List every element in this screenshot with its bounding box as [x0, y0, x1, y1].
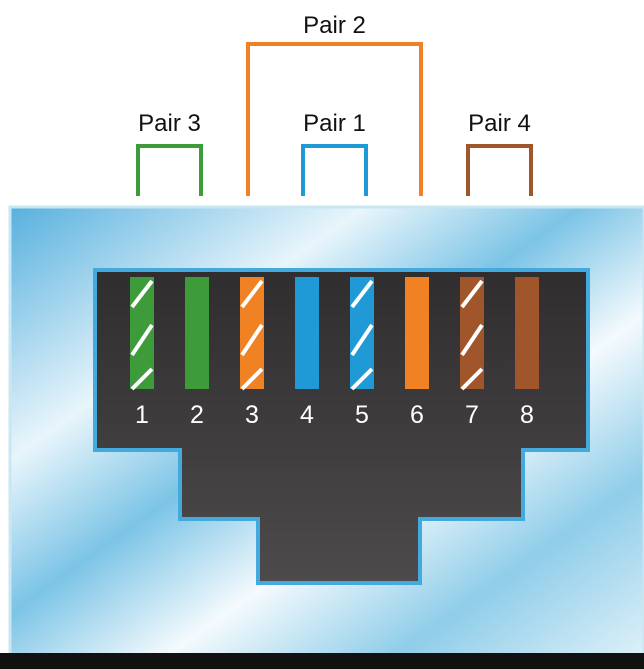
- pin-number-7: 7: [465, 401, 479, 429]
- pair-bracket-pair-3: [136, 144, 203, 196]
- pin-number-3: 3: [245, 401, 259, 429]
- pair-label-pair-2: Pair 2: [303, 12, 366, 39]
- pin-1-stripe: [130, 367, 154, 391]
- pin-5-stripe: [350, 323, 374, 357]
- pin-7-stripe: [460, 367, 484, 391]
- pin-3-stripe: [240, 367, 264, 391]
- pin-3-stripe: [240, 323, 264, 357]
- pair-label-pair-1: Pair 1: [303, 110, 366, 137]
- pair-bracket-pair-1: [301, 144, 368, 196]
- frame-bottom-edge: [0, 653, 644, 669]
- pin-number-1: 1: [135, 401, 149, 429]
- pair-bracket-pair-4: [466, 144, 533, 196]
- pin-number-2: 2: [190, 401, 204, 429]
- pair-bracket-pair-2: [246, 42, 423, 196]
- pin-4-wire: [295, 277, 319, 389]
- pin-group: [130, 277, 539, 391]
- pin-7-stripe: [460, 323, 484, 357]
- pin-5-stripe: [350, 367, 374, 391]
- pair-label-pair-3: Pair 3: [138, 110, 201, 137]
- pin-8-wire: [515, 277, 539, 389]
- pin-7-stripe: [460, 279, 484, 309]
- pin-1-stripe: [130, 279, 154, 309]
- pin-number-4: 4: [300, 401, 314, 429]
- pin-number-group: 1 2 3 4 5 6 7 8: [135, 401, 534, 429]
- pin-6-wire: [405, 277, 429, 389]
- pin-2-wire: [185, 277, 209, 389]
- pin-number-8: 8: [520, 401, 534, 429]
- pin-5-stripe: [350, 279, 374, 309]
- pin-number-6: 6: [410, 401, 424, 429]
- pin-3-stripe: [240, 279, 264, 309]
- pair-bracket-group: [136, 42, 533, 196]
- pair-label-pair-4: Pair 4: [468, 110, 531, 137]
- pin-number-5: 5: [355, 401, 369, 429]
- pair-label-group: Pair 1 Pair 2 Pair 3 Pair 4: [138, 12, 531, 137]
- pin-1-stripe: [130, 323, 154, 357]
